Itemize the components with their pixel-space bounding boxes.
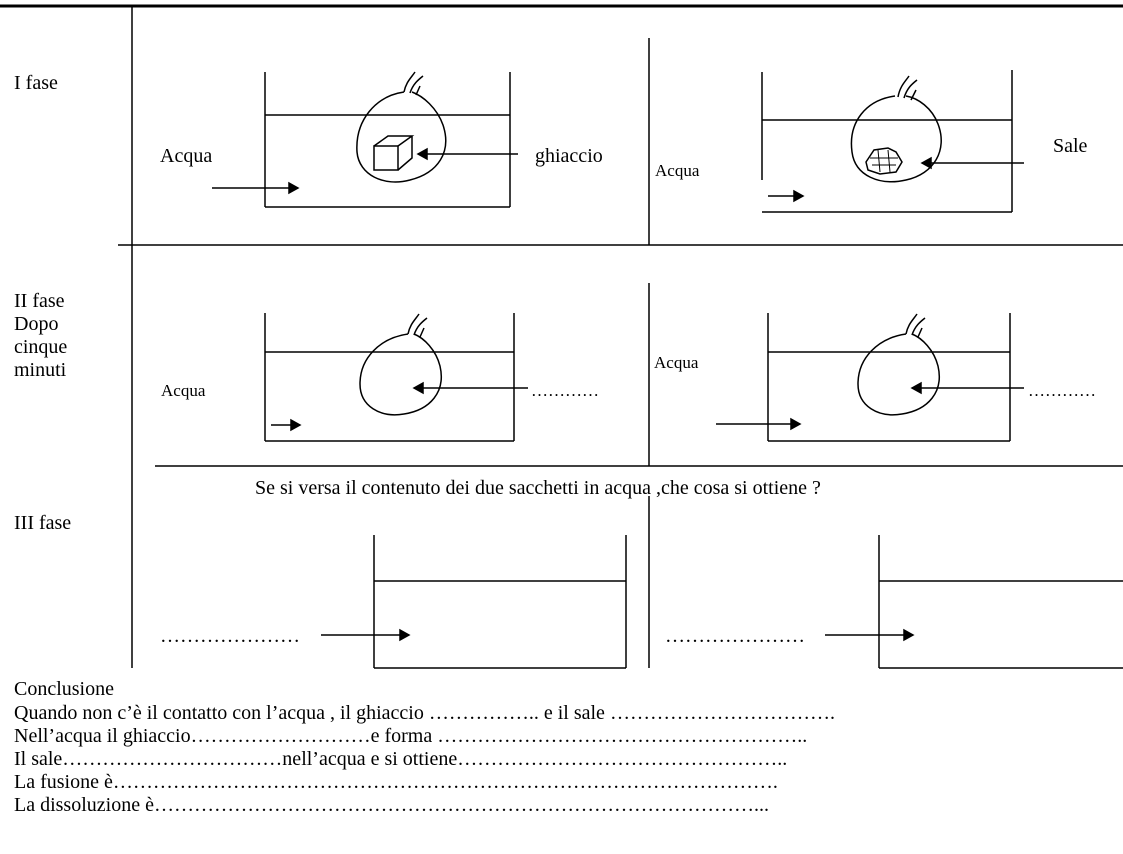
phase-2-label-line-2: Dopo <box>14 313 59 335</box>
label-acqua-3: Acqua <box>161 381 206 400</box>
beaker-result-1 <box>373 535 627 669</box>
conclusion-line-5: La dissoluzione è……………………………………………………………… <box>14 794 769 816</box>
beaker-melted-ice <box>264 313 515 442</box>
blank-result-1: ………………… <box>160 625 300 647</box>
beaker-ice <box>264 72 511 208</box>
phase-2-label-line-4: minuti <box>14 359 67 381</box>
conclusion-title: Conclusione <box>14 678 114 700</box>
salt-bag-icon <box>850 75 942 183</box>
ice-bag-icon <box>356 71 447 183</box>
blank-result-2: ………………… <box>665 625 805 647</box>
phase-2-label-line-1: II fase <box>14 290 65 312</box>
label-acqua-4: Acqua <box>654 353 699 372</box>
label-acqua-2: Acqua <box>655 161 700 180</box>
beaker-result-2 <box>878 535 1123 669</box>
bag-icon-2a <box>359 313 442 416</box>
blank-2b: ………… <box>1028 381 1096 400</box>
beaker-dissolved-salt <box>767 313 1011 442</box>
bag-icon-2b <box>857 313 940 416</box>
label-ghiaccio: ghiaccio <box>535 145 603 167</box>
conclusion-line-1: Quando non c’è il contatto con l’acqua ,… <box>14 702 835 724</box>
conclusion-line-4: La fusione è…………………………………………………………………………… <box>14 771 778 793</box>
label-acqua-1: Acqua <box>160 145 213 167</box>
phase-2-label-line-3: cinque <box>14 336 68 358</box>
label-sale: Sale <box>1053 135 1088 157</box>
phase-1-label: I fase <box>14 72 58 94</box>
conclusion-line-3: Il sale……………………………nell’acqua e si ottien… <box>14 748 788 770</box>
phase-3-label: III fase <box>14 512 72 534</box>
beaker-salt <box>761 70 1013 213</box>
phase-3-question: Se si versa il contenuto dei due sacchet… <box>255 477 821 499</box>
conclusion-line-2: Nell’acqua il ghiaccio………………………e forma …… <box>14 725 808 747</box>
blank-2a: ………… <box>531 381 599 400</box>
